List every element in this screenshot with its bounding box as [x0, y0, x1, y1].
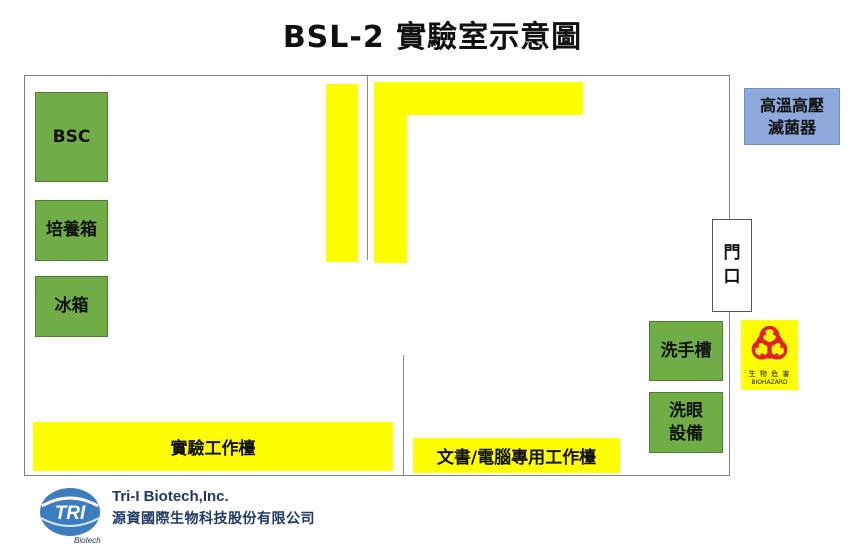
bsc-label: BSC: [52, 126, 91, 147]
logo-text: TRI: [55, 503, 86, 524]
office-bench-label: 文書/電腦專用工作檯: [436, 448, 597, 468]
bench-l-shape-side: [374, 82, 407, 263]
eyewash-label-line1: 洗眼: [669, 400, 703, 421]
company-logo-icon: TRI: [40, 488, 100, 536]
door-label-line1: 門: [723, 242, 741, 263]
company-name-en: Tri-I Biotech,Inc.: [112, 488, 229, 505]
lab-bench-label: 實驗工作檯: [170, 439, 256, 459]
refrigerator-label: 冰箱: [54, 296, 89, 317]
refrigerator: 冰箱: [35, 276, 108, 337]
incubator: 培養箱: [35, 200, 108, 261]
incubator-label: 培養箱: [46, 220, 97, 241]
bench-vertical-left: [326, 84, 358, 262]
autoclave: 高溫高壓 滅菌器: [744, 88, 840, 145]
biohazard-label-cn: 生 物 危 害: [748, 370, 791, 378]
hand-sink: 洗手槽: [649, 321, 723, 381]
autoclave-label-line1: 高溫高壓: [759, 95, 824, 115]
door-label-line2: 口: [723, 266, 741, 287]
company-name-cn: 源資國際生物科技股份有限公司: [112, 511, 315, 527]
biohazard-icon: [751, 325, 788, 360]
autoclave-label-line2: 滅菌器: [767, 117, 816, 137]
partition-line-bottom: [403, 355, 404, 475]
lab-bench: 實驗工作檯: [33, 422, 393, 471]
door: 門 口: [712, 219, 752, 312]
bench-l-shape-top: [374, 82, 583, 115]
office-bench: 文書/電腦專用工作檯: [413, 438, 620, 473]
biohazard-sign: 生 物 危 害 BIOHAZARD: [741, 320, 798, 390]
logo-subtext: Biotech: [74, 536, 101, 545]
eyewash-label-line2: 設備: [669, 423, 703, 444]
hand-sink-label: 洗手槽: [660, 340, 712, 361]
bsc-cabinet: BSC: [35, 92, 108, 182]
biohazard-label-en: BIOHAZARD: [751, 379, 788, 386]
page-title: BSL-2 實驗室示意圖: [282, 20, 583, 55]
eyewash-station: 洗眼 設備: [649, 392, 723, 453]
partition-line-top: [367, 76, 368, 260]
